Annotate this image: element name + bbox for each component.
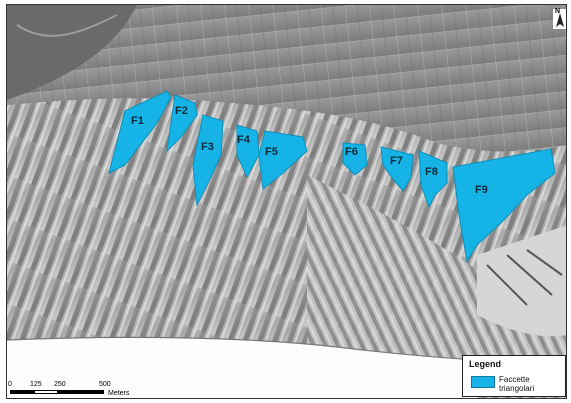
scale-segment-3: [58, 390, 104, 394]
facet-f1-shape: [108, 90, 172, 174]
facet-f7-label: F7: [390, 155, 403, 167]
facet-f9-label: F9: [475, 184, 488, 196]
facet-f6-label: F6: [345, 146, 358, 158]
legend-swatch: [471, 376, 495, 388]
legend-item-label: Faccette triangolari: [499, 375, 535, 393]
scale-tick-125: 125: [30, 381, 42, 388]
scale-segment-2: [34, 390, 58, 394]
scale-unit: Meters: [108, 390, 130, 397]
facet-f4-shape: [236, 124, 260, 179]
facet-f3-shape: [192, 114, 224, 207]
facet-f5-label: F5: [265, 146, 278, 158]
north-arrow-icon: [553, 9, 566, 29]
facet-f8-label: F8: [425, 166, 438, 178]
facet-f8-shape: [418, 150, 448, 209]
scale-segment-1: [10, 390, 34, 394]
map-legend: Legend Faccette triangolari: [462, 355, 566, 397]
scale-tick-500: 500: [99, 381, 111, 388]
hillshade-map: F1 F2 F3 F4 F5 F6 F7 F8 F9 N: [6, 4, 567, 399]
facet-f2-shape: [166, 94, 198, 153]
scale-bar: 0 125 250 500 Meters: [8, 381, 158, 399]
north-arrow-letter: N: [555, 8, 561, 15]
scale-tick-0: 0: [8, 381, 12, 388]
facet-f2-label: F2: [175, 105, 188, 117]
facet-f6-shape: [342, 142, 368, 176]
facet-f4-label: F4: [237, 134, 250, 146]
facet-f5-shape: [258, 130, 308, 190]
facet-f9-shape: [452, 148, 556, 263]
facet-f3-label: F3: [201, 141, 214, 153]
scale-tick-250: 250: [54, 381, 66, 388]
hillshade-terrain: [7, 5, 566, 398]
facet-f1-label: F1: [131, 115, 144, 127]
legend-title: Legend: [469, 359, 502, 369]
facet-f7-shape: [380, 146, 414, 192]
